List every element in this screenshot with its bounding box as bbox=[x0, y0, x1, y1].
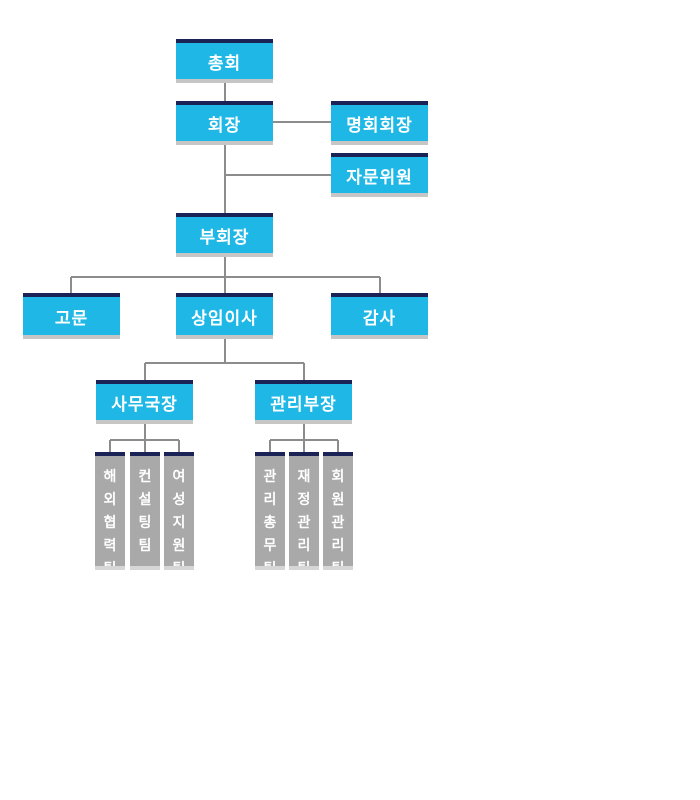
team-member-management: 회원관리팀 bbox=[323, 452, 353, 577]
node-chairman-label: 회장 bbox=[176, 105, 273, 141]
node-secretary-general: 사무국장 bbox=[96, 380, 193, 424]
node-general-assembly-label: 총회 bbox=[176, 43, 273, 79]
team-finance-management-label: 재정관리팀 bbox=[297, 469, 311, 577]
node-standing-director: 상임이사 bbox=[176, 293, 273, 339]
node-secretary-general-label: 사무국장 bbox=[96, 384, 193, 420]
team-consulting: 컨설팅팀 bbox=[130, 452, 160, 570]
node-advisory-committee: 자문위원 bbox=[331, 153, 428, 197]
node-honorary-chairman: 명회회장 bbox=[331, 101, 428, 145]
node-chairman: 회장 bbox=[176, 101, 273, 145]
node-auditor: 감사 bbox=[331, 293, 428, 339]
node-management-manager: 관리부장 bbox=[255, 380, 352, 424]
node-vice-chairman-label: 부회장 bbox=[176, 217, 273, 253]
node-advisor-label: 고문 bbox=[23, 297, 120, 335]
team-overseas-cooperation-label: 해외협력팀 bbox=[103, 469, 117, 577]
node-honorary-chairman-label: 명회회장 bbox=[331, 105, 428, 141]
team-women-support: 여성지원팀 bbox=[164, 452, 194, 577]
node-advisor: 고문 bbox=[23, 293, 120, 339]
node-general-assembly: 총회 bbox=[176, 39, 273, 83]
team-finance-management: 재정관리팀 bbox=[289, 452, 319, 577]
team-overseas-cooperation: 해외협력팀 bbox=[95, 452, 125, 577]
node-vice-chairman: 부회장 bbox=[176, 213, 273, 257]
node-standing-director-label: 상임이사 bbox=[176, 297, 273, 335]
node-management-manager-label: 관리부장 bbox=[255, 384, 352, 420]
team-consulting-label: 컨설팅팀 bbox=[138, 469, 152, 554]
team-general-management-label: 관리총무팀 bbox=[263, 469, 277, 577]
node-advisory-committee-label: 자문위원 bbox=[331, 157, 428, 193]
node-auditor-label: 감사 bbox=[331, 297, 428, 335]
team-women-support-label: 여성지원팀 bbox=[172, 469, 186, 577]
team-member-management-label: 회원관리팀 bbox=[331, 469, 345, 577]
team-general-management: 관리총무팀 bbox=[255, 452, 285, 577]
